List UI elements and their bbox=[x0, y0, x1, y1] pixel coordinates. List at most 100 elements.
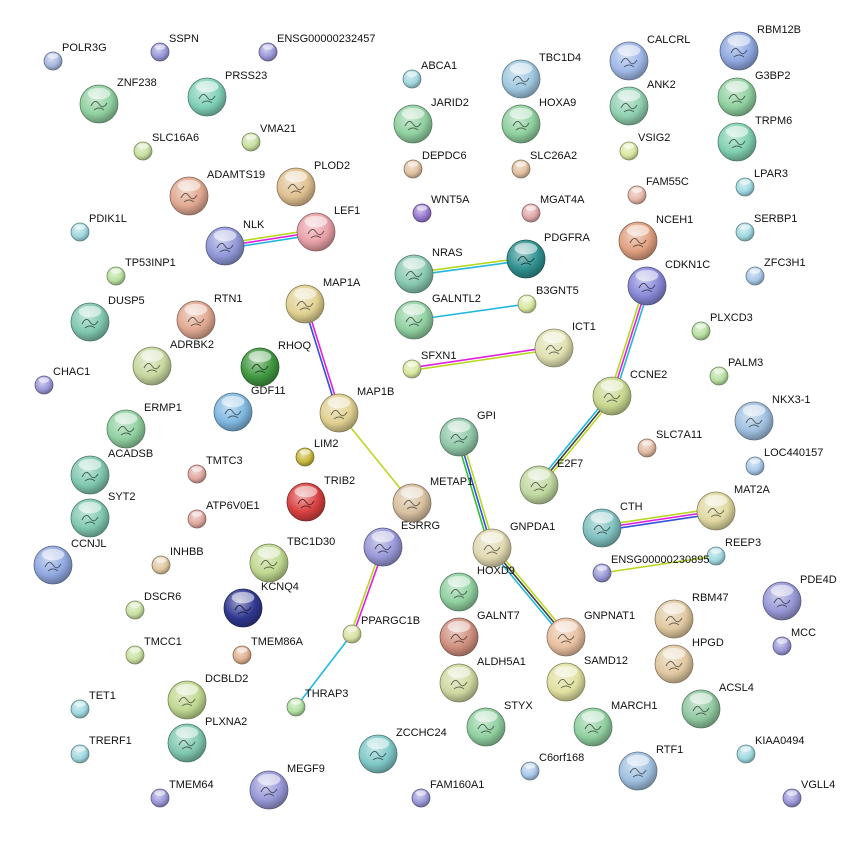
node-trib2[interactable]: TRIB2 bbox=[286, 475, 355, 522]
node-mat2a[interactable]: MAT2A bbox=[696, 484, 771, 531]
node-gnpda1[interactable]: GNPDA1 bbox=[472, 521, 555, 568]
edge-SFXN1-ICT1[interactable] bbox=[411, 345, 555, 372]
node-prss23[interactable]: PRSS23 bbox=[187, 70, 267, 117]
node-znf238[interactable]: ZNF238 bbox=[79, 77, 157, 124]
node-samd12[interactable]: SAMD12 bbox=[546, 655, 628, 702]
node-galntl2[interactable]: GALNTL2 bbox=[394, 293, 481, 340]
node-slc7a11[interactable]: SLC7A11 bbox=[637, 429, 702, 458]
node-kcnq4[interactable]: KCNQ4 bbox=[223, 581, 299, 628]
node-metap1[interactable]: METAP1 bbox=[392, 476, 473, 523]
node-dscr6[interactable]: DSCR6 bbox=[125, 591, 181, 620]
node-ict1[interactable]: ICT1 bbox=[534, 321, 596, 368]
node-ensg00000230895[interactable]: ENSG00000230895 bbox=[592, 554, 709, 583]
node-slc16a6[interactable]: SLC16A6 bbox=[133, 132, 199, 161]
node-zcchc24[interactable]: ZCCHC24 bbox=[358, 727, 447, 774]
node-pdgfra[interactable]: PDGFRA bbox=[506, 232, 591, 279]
node-ank2[interactable]: ANK2 bbox=[609, 79, 676, 126]
node-vsig2[interactable]: VSIG2 bbox=[619, 132, 670, 161]
node-rhoq[interactable]: RHOQ bbox=[240, 340, 311, 387]
node-megf9[interactable]: MEGF9 bbox=[249, 763, 325, 810]
node-nras[interactable]: NRAS bbox=[394, 247, 463, 294]
node-kiaa0494[interactable]: KIAA0494 bbox=[736, 735, 805, 764]
node-polr3g[interactable]: POLR3G bbox=[43, 42, 107, 71]
node-dusp5[interactable]: DUSP5 bbox=[70, 295, 145, 342]
node-ppargc1b[interactable]: PPARGC1B bbox=[342, 615, 420, 644]
node-dcbld2[interactable]: DCBLD2 bbox=[167, 673, 248, 720]
node-tbc1d30[interactable]: TBC1D30 bbox=[249, 536, 335, 583]
node-lef1[interactable]: LEF1 bbox=[296, 205, 360, 252]
node-galnt7[interactable]: GALNT7 bbox=[439, 610, 520, 657]
node-jarid2[interactable]: JARID2 bbox=[393, 97, 469, 144]
node-calcrl[interactable]: CALCRL bbox=[609, 34, 690, 81]
node-esrrg[interactable]: ESRRG bbox=[363, 520, 440, 567]
node-lpar3[interactable]: LPAR3 bbox=[735, 168, 788, 197]
node-gnpnat1[interactable]: GNPNAT1 bbox=[546, 610, 635, 657]
node-ensg00000232457[interactable]: ENSG00000232457 bbox=[258, 33, 375, 62]
node-mcc[interactable]: MCC bbox=[772, 627, 816, 656]
node-styx[interactable]: STYX bbox=[466, 700, 533, 747]
node-tp53inp1[interactable]: TP53INP1 bbox=[106, 257, 176, 286]
node-nkx3-1[interactable]: NKX3-1 bbox=[734, 394, 811, 441]
node-mgat4a[interactable]: MGAT4A bbox=[521, 194, 585, 223]
node-c6orf168[interactable]: C6orf168 bbox=[520, 752, 584, 781]
node-rbm12b[interactable]: RBM12B bbox=[719, 24, 801, 71]
node-march1[interactable]: MARCH1 bbox=[573, 700, 657, 747]
node-trpm6[interactable]: TRPM6 bbox=[717, 115, 792, 162]
edge-PPARGC1B-THRAP3[interactable] bbox=[295, 633, 353, 708]
node-map1b[interactable]: MAP1B bbox=[319, 386, 394, 433]
node-plxcd3[interactable]: PLXCD3 bbox=[691, 312, 753, 341]
node-inhbb[interactable]: INHBB bbox=[151, 546, 204, 575]
edge-ENSG00000230895-REEP3[interactable] bbox=[601, 555, 717, 574]
node-gdf11[interactable]: GDF11 bbox=[213, 385, 286, 432]
node-aldh5a1[interactable]: ALDH5A1 bbox=[439, 656, 526, 703]
node-g3bp2[interactable]: G3BP2 bbox=[717, 70, 790, 117]
node-lim2[interactable]: LIM2 bbox=[295, 438, 338, 467]
node-rtn1[interactable]: RTN1 bbox=[176, 293, 243, 340]
node-depdc6[interactable]: DEPDC6 bbox=[403, 150, 467, 179]
node-serbp1[interactable]: SERBP1 bbox=[735, 213, 797, 242]
node-chac1[interactable]: CHAC1 bbox=[34, 366, 90, 395]
node-ccne2[interactable]: CCNE2 bbox=[592, 369, 667, 416]
node-acsl4[interactable]: ACSL4 bbox=[681, 682, 754, 729]
node-pde4d[interactable]: PDE4D bbox=[762, 574, 837, 621]
node-tmcc1[interactable]: TMCC1 bbox=[125, 636, 182, 665]
node-hoxa9[interactable]: HOXA9 bbox=[501, 97, 576, 144]
node-palm3[interactable]: PALM3 bbox=[709, 357, 763, 386]
node-map1a[interactable]: MAP1A bbox=[285, 277, 361, 324]
node-wnt5a[interactable]: WNT5A bbox=[412, 194, 470, 223]
node-plxna2[interactable]: PLXNA2 bbox=[167, 716, 247, 763]
node-tmem86a[interactable]: TMEM86A bbox=[232, 636, 304, 665]
node-ermp1[interactable]: ERMP1 bbox=[106, 402, 182, 449]
node-adamts19[interactable]: ADAMTS19 bbox=[169, 169, 265, 216]
node-tmtc3[interactable]: TMTC3 bbox=[187, 455, 243, 484]
node-atp6v0e1[interactable]: ATP6V0E1 bbox=[187, 500, 260, 529]
node-tet1[interactable]: TET1 bbox=[70, 690, 116, 719]
node-nceh1[interactable]: NCEH1 bbox=[618, 214, 693, 261]
node-hpgd[interactable]: HPGD bbox=[654, 637, 724, 684]
node-rbm47[interactable]: RBM47 bbox=[654, 592, 729, 639]
node-abca1[interactable]: ABCA1 bbox=[402, 60, 457, 89]
node-cth[interactable]: CTH bbox=[582, 501, 643, 548]
node-slc26a2[interactable]: SLC26A2 bbox=[511, 150, 577, 179]
node-cdkn1c[interactable]: CDKN1C bbox=[627, 259, 710, 306]
node-zfc3h1[interactable]: ZFC3H1 bbox=[745, 257, 806, 286]
node-fam55c[interactable]: FAM55C bbox=[627, 176, 689, 205]
node-gpi[interactable]: GPI bbox=[439, 410, 496, 457]
node-adrbk2[interactable]: ADRBK2 bbox=[132, 339, 214, 386]
node-e2f7[interactable]: E2F7 bbox=[519, 458, 583, 505]
node-nlk[interactable]: NLK bbox=[205, 219, 265, 266]
node-rtf1[interactable]: RTF1 bbox=[618, 744, 683, 791]
node-thrap3[interactable]: THRAP3 bbox=[286, 688, 348, 717]
node-tbc1d4[interactable]: TBC1D4 bbox=[501, 52, 581, 99]
node-acadsb[interactable]: ACADSB bbox=[70, 448, 153, 495]
node-trerf1[interactable]: TRERF1 bbox=[70, 735, 132, 764]
node-tmem64[interactable]: TMEM64 bbox=[150, 779, 214, 808]
node-plod2[interactable]: PLOD2 bbox=[276, 160, 350, 207]
node-syt2[interactable]: SYT2 bbox=[70, 491, 136, 538]
node-vma21[interactable]: VMA21 bbox=[241, 123, 296, 152]
node-reep3[interactable]: REEP3 bbox=[706, 537, 761, 566]
node-loc440157[interactable]: LOC440157 bbox=[745, 447, 823, 476]
node-sfxn1[interactable]: SFXN1 bbox=[402, 350, 456, 379]
node-vgll4[interactable]: VGLL4 bbox=[782, 779, 835, 808]
node-sspn[interactable]: SSPN bbox=[150, 33, 199, 62]
